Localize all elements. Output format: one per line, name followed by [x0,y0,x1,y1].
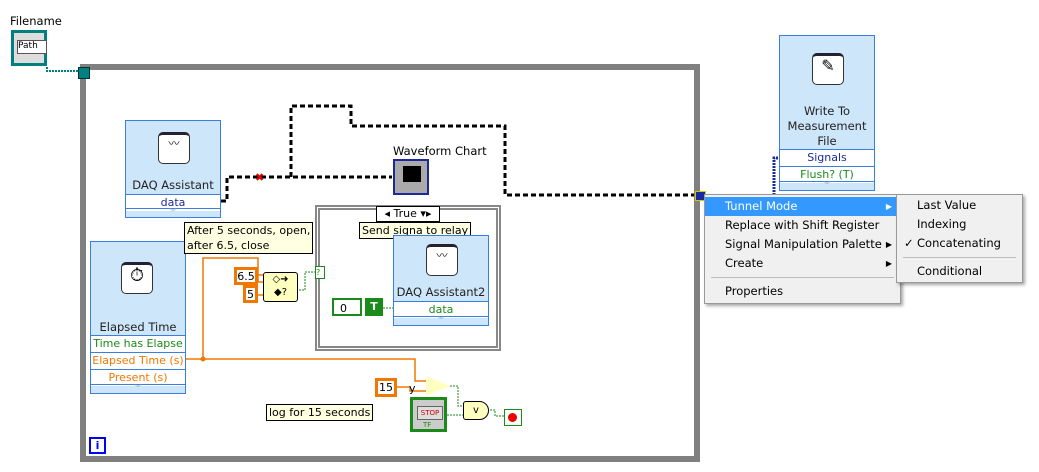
menu-label: Replace with Shift Register [725,218,880,232]
case-selector-value: True [393,207,417,220]
expand-icon[interactable]: ︾ [394,316,488,325]
daq-icon: 〰 [158,132,190,164]
daq-title: DAQ Assistant [132,178,214,192]
menu-item-tunnel-mode[interactable]: Tunnel Mode ▶ [705,197,900,216]
context-menu: Tunnel Mode ▶ Replace with Shift Register… [704,194,901,304]
in-range-function[interactable]: ◇➜◆? [263,272,298,302]
menu-label: Last Value [917,198,977,212]
daq2-title: DAQ Assistant2 [396,285,486,299]
lower-limit-constant[interactable]: 5 [243,285,258,303]
submenu-item-last-value[interactable]: Last Value [897,196,1022,215]
elapsed-time[interactable]: ⏱ Elapsed Time Time has Elapse Elapsed T… [90,241,186,394]
while-loop[interactable] [80,64,700,462]
compare-y-label: y [409,382,416,395]
daq2-data-input[interactable]: data [394,301,488,318]
menu-item-properties[interactable]: Properties [705,282,900,301]
signals-input[interactable]: Signals [780,149,874,166]
write-to-measurement-file[interactable]: ✎ Write To Measurement File Signals Flus… [779,35,875,191]
present-output[interactable]: Present (s) [91,369,185,386]
iteration-terminal: i [89,437,106,454]
time-has-elapsed-output[interactable]: Time has Elapse [91,335,185,352]
timing-comment: After 5 seconds, open, after 6.5, close [184,222,314,254]
menu-item-create[interactable]: Create ▶ [705,254,900,273]
elapsed-time-output[interactable]: Elapsed Time (s) [91,352,185,369]
check-icon: ✓ [904,236,914,250]
menu-separator [903,257,1016,258]
case-selector-terminal[interactable]: ? [315,266,325,279]
signals-wire [772,156,778,194]
tf-text: TF [423,421,432,429]
boolean-constant[interactable]: T [365,298,383,316]
log-comment: log for 15 seconds [266,404,374,421]
daq-data-output[interactable]: data [126,194,220,211]
daq-assistant[interactable]: 〰 DAQ Assistant data ︾ [125,120,221,218]
stop-text: STOP [417,406,443,420]
menu-label: Create [725,256,764,270]
path-text: Path [17,40,47,54]
write-file-icon: ✎ [812,53,844,85]
menu-label: Signal Manipulation Palette [725,237,882,251]
elapsed-title: Elapsed Time [99,320,177,334]
submenu-item-conditional[interactable]: Conditional [897,262,1022,281]
or-function[interactable]: v [463,401,489,420]
write-file-title: Write To Measurement File [787,104,867,148]
flush-input[interactable]: Flush? (T) [780,166,874,183]
expand-icon[interactable]: ︾ [126,208,220,217]
submenu-arrow-icon: ▶ [885,202,892,211]
upper-limit-constant[interactable]: 6.5 [234,267,258,285]
submenu-item-indexing[interactable]: Indexing [897,215,1022,234]
menu-label: Properties [725,284,784,298]
numeric-constant[interactable]: 0 [332,298,362,316]
waveform-chart-icon[interactable] [393,159,429,195]
case-selector[interactable]: ◂ True ▾▸ [376,206,440,222]
stopwatch-icon: ⏱ [121,262,153,294]
svg-text:✖: ✖ [255,171,264,184]
loop-condition-stop-icon[interactable] [504,409,522,426]
menu-label: Concatenating [917,236,1001,250]
broken-wire-icon: ✖ [255,171,264,184]
submenu-arrow-icon: ▶ [885,240,892,249]
daq2-icon: 〰 [426,244,458,276]
menu-label: Tunnel Mode [725,199,798,213]
loop-tunnel[interactable] [78,67,90,79]
greater-or-equal-function[interactable] [426,376,450,396]
waveform-chart-label: Waveform Chart [393,144,487,158]
tunnel-mode-submenu: Last Value Indexing ✓Concatenating Condi… [896,194,1023,283]
menu-label: Conditional [917,264,983,278]
menu-item-signal-manipulation[interactable]: Signal Manipulation Palette▶ [705,235,900,254]
menu-label: Indexing [917,217,967,231]
filename-control[interactable]: Path [11,30,47,66]
menu-separator [711,277,894,278]
data-wire [221,175,392,203]
expand-icon[interactable]: ︾ [780,181,874,190]
menu-item-replace-shift-register[interactable]: Replace with Shift Register [705,216,900,235]
filename-label: Filename [10,14,62,28]
path-wire [46,67,82,72]
limit-constant[interactable]: 15 [375,378,397,397]
daq-assistant2[interactable]: 〰 DAQ Assistant2 data ︾ [393,235,489,326]
expand-icon[interactable]: ︾ [91,384,185,393]
stop-button[interactable]: STOP TF [410,397,447,432]
submenu-arrow-icon: ▶ [885,259,892,268]
submenu-item-concatenating[interactable]: ✓Concatenating [897,234,1022,253]
